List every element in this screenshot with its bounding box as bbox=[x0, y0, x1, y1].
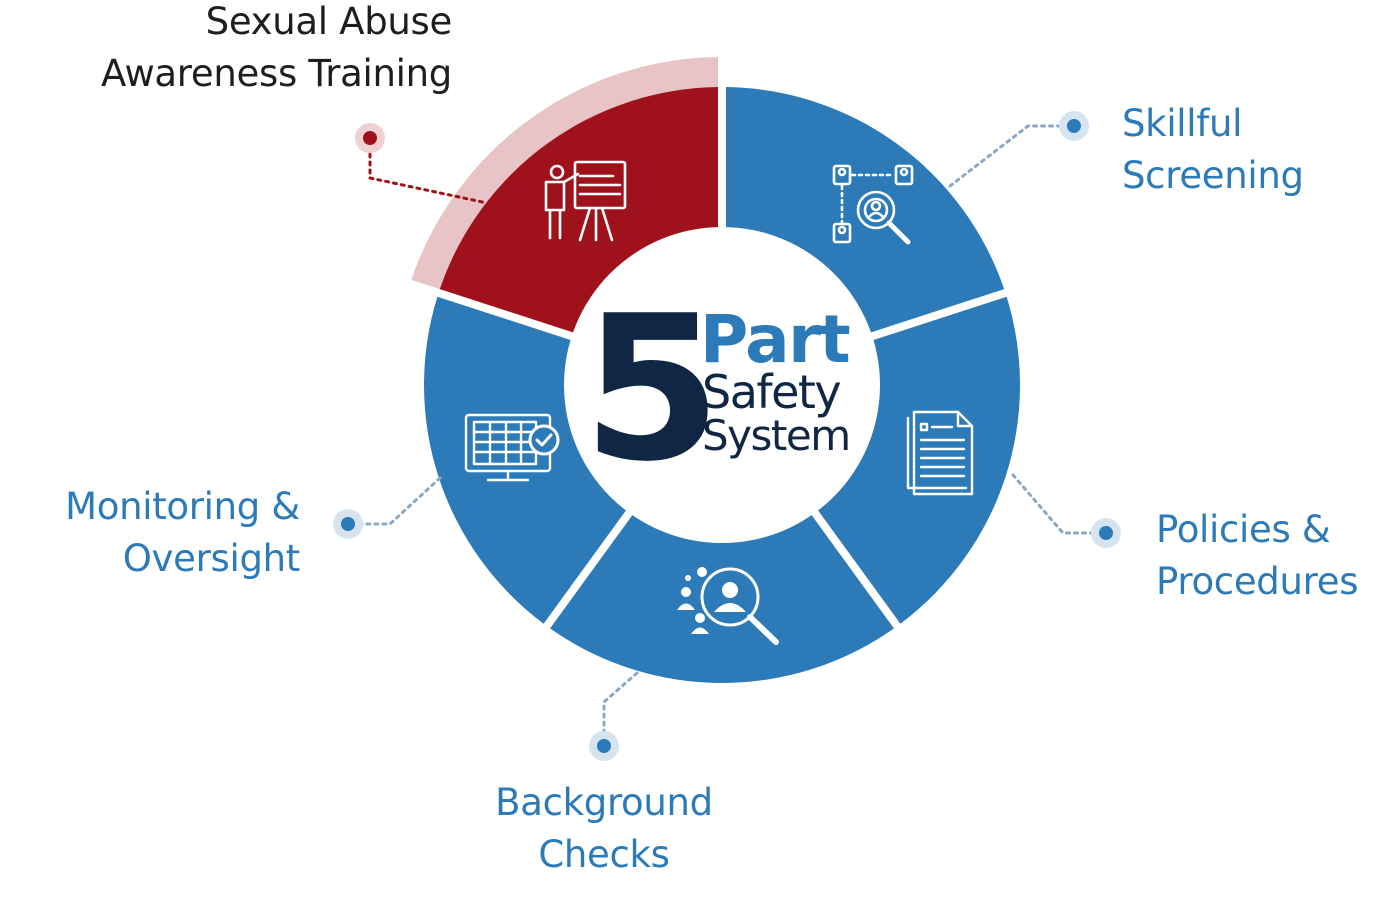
label-policies-line2: Procedures bbox=[1156, 560, 1359, 603]
segment-policies[interactable] bbox=[813, 296, 1020, 624]
document-icon bbox=[906, 410, 974, 496]
center-word-system: System bbox=[702, 411, 850, 460]
label-training-line1: Sexual Abuse bbox=[205, 0, 453, 43]
connector-screening bbox=[948, 124, 1072, 188]
monitor-checklist-icon bbox=[464, 413, 560, 482]
connector-training bbox=[368, 136, 489, 205]
label-training-line2: Awareness Training bbox=[100, 52, 452, 95]
label-monitoring-line2: Oversight bbox=[122, 537, 301, 580]
candidate-search-icon bbox=[832, 164, 914, 245]
dot-training bbox=[355, 123, 385, 153]
label-background-line2: Checks bbox=[538, 833, 670, 876]
center-word-safety: Safety bbox=[702, 365, 840, 419]
label-monitoring: Monitoring & Oversight bbox=[65, 481, 300, 585]
center-word-part: Part bbox=[700, 301, 850, 378]
people-search-icon bbox=[677, 567, 779, 645]
dot-policies bbox=[1091, 518, 1121, 548]
label-background-line1: Background bbox=[495, 781, 713, 824]
dot-screening bbox=[1059, 111, 1089, 141]
center-circle bbox=[564, 227, 880, 543]
dot-background bbox=[589, 731, 619, 761]
label-background: Background Checks bbox=[454, 777, 754, 881]
label-training: Sexual Abuse Awareness Training bbox=[101, 0, 452, 100]
label-policies-line1: Policies & bbox=[1156, 508, 1331, 551]
presentation-board-icon bbox=[544, 160, 627, 242]
segment-monitoring[interactable] bbox=[424, 296, 631, 624]
center-number: 5 bbox=[582, 273, 713, 506]
label-monitoring-line1: Monitoring & bbox=[65, 485, 300, 528]
label-screening-line1: Skillful bbox=[1122, 102, 1243, 145]
label-policies: Policies & Procedures bbox=[1156, 504, 1358, 608]
dot-monitoring bbox=[333, 509, 363, 539]
segment-training[interactable] bbox=[439, 87, 719, 335]
highlight-arc bbox=[411, 57, 719, 291]
connector-monitoring bbox=[353, 476, 442, 526]
segment-background[interactable] bbox=[550, 508, 894, 684]
label-screening: Skillful Screening bbox=[1122, 98, 1304, 202]
label-screening-line2: Screening bbox=[1122, 154, 1304, 197]
connector-policies bbox=[1011, 473, 1102, 535]
connector-background bbox=[602, 671, 639, 744]
